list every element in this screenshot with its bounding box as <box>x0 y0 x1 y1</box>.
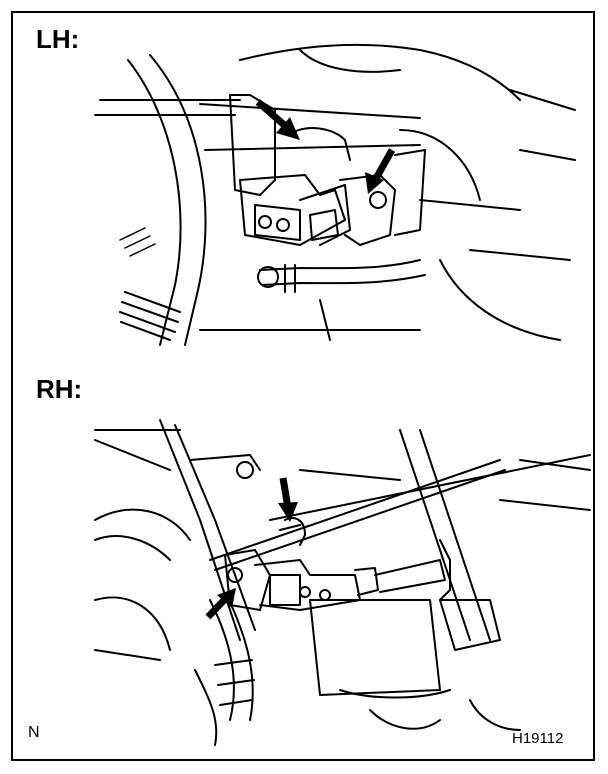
lh-illustration <box>94 43 576 346</box>
lh-label: LH: <box>36 24 80 54</box>
figure-code: H19112 <box>512 730 564 747</box>
rh-arrow-bottom <box>205 588 236 620</box>
corner-marker: N <box>28 724 40 741</box>
diagram-frame <box>11 11 595 761</box>
rh-illustration <box>94 419 591 746</box>
lh-arrow-left <box>255 99 300 140</box>
rh-label: RH: <box>36 374 83 404</box>
lh-large-hose <box>127 59 182 346</box>
lh-pipe <box>259 259 421 271</box>
rh-arrow-top <box>278 477 298 522</box>
lh-arrow-right <box>365 148 396 194</box>
lh-sensor-bracket <box>229 94 276 196</box>
